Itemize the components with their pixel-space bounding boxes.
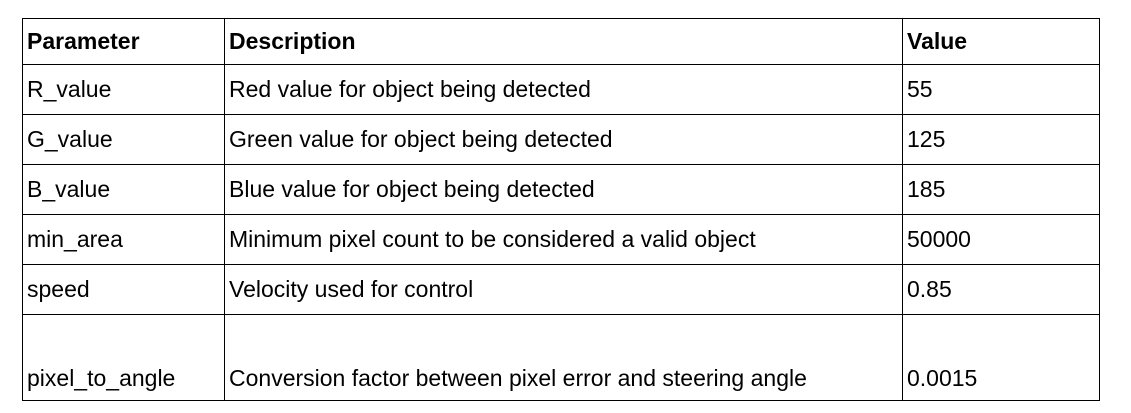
cell-parameter: min_area	[22, 214, 225, 265]
table-header: Parameter Description Value	[22, 18, 1100, 65]
cell-parameter: B_value	[22, 164, 225, 215]
cell-description: Velocity used for control	[224, 264, 903, 315]
header-parameter: Parameter	[22, 18, 225, 65]
header-description: Description	[224, 18, 903, 65]
table-row: speed Velocity used for control 0.85	[22, 264, 1100, 315]
cell-value: 185	[902, 164, 1100, 215]
cell-parameter: R_value	[22, 64, 225, 115]
cell-value: 125	[902, 114, 1100, 165]
table-body: R_value Red value for object being detec…	[22, 64, 1100, 401]
cell-description: Red value for object being detected	[224, 64, 903, 115]
parameters-table: Parameter Description Value R_value Red …	[22, 18, 1100, 401]
cell-value: 55	[902, 64, 1100, 115]
cell-parameter: pixel_to_angle	[22, 314, 225, 401]
cell-description: Conversion factor between pixel error an…	[224, 314, 903, 401]
table-row: min_area Minimum pixel count to be consi…	[22, 214, 1100, 265]
cell-value: 0.85	[902, 264, 1100, 315]
cell-description: Minimum pixel count to be considered a v…	[224, 214, 903, 265]
table-row: G_value Green value for object being det…	[22, 114, 1100, 165]
cell-description: Blue value for object being detected	[224, 164, 903, 215]
header-row: Parameter Description Value	[22, 18, 1100, 65]
cell-description: Green value for object being detected	[224, 114, 903, 165]
cell-parameter: G_value	[22, 114, 225, 165]
table-row: pixel_to_angle Conversion factor between…	[22, 314, 1100, 401]
table-row: R_value Red value for object being detec…	[22, 64, 1100, 115]
cell-parameter: speed	[22, 264, 225, 315]
header-value: Value	[902, 18, 1100, 65]
cell-value: 0.0015	[902, 314, 1100, 401]
cell-value: 50000	[902, 214, 1100, 265]
table-row: B_value Blue value for object being dete…	[22, 164, 1100, 215]
